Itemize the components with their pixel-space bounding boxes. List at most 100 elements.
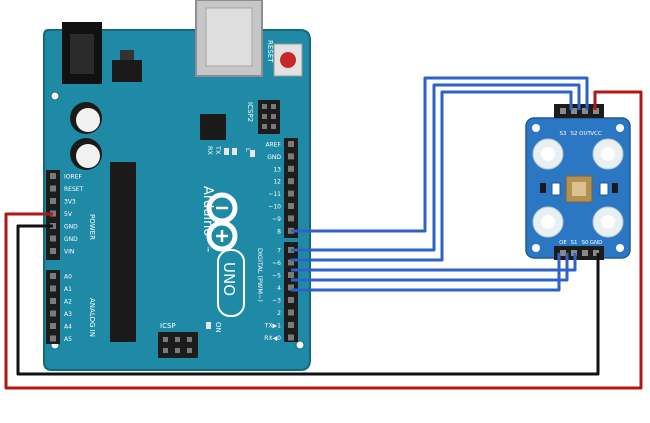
power-pin-label: 3V3 — [64, 199, 76, 206]
analog-pin — [50, 323, 56, 329]
tx-led — [224, 148, 229, 155]
sensor-mount-hole — [532, 124, 540, 132]
digital-pin-label: 8 — [277, 228, 281, 235]
power-pin-label: RESET — [64, 186, 84, 193]
mounting-hole — [295, 340, 305, 350]
tx-label: TX — [214, 145, 222, 155]
digital-pin-label: 13 — [273, 166, 281, 173]
power-pin-label: 5V — [64, 211, 73, 218]
l-label: L — [244, 148, 252, 152]
white-led-3 — [532, 206, 564, 238]
sensor-bottom-pin — [560, 250, 566, 256]
sensor-bottom-pin-label: OE — [559, 240, 567, 246]
digital-header-bottom — [284, 242, 298, 342]
wire-s1-to-d5 — [291, 253, 577, 272]
digital-pin — [288, 284, 294, 291]
sensor-bottom-pin-label: S1 — [571, 240, 578, 246]
power-pin-label: GND — [64, 236, 78, 243]
icsp2-pins — [262, 104, 276, 129]
sensor-top-pin-label: OUT — [579, 131, 591, 137]
digital-pin — [288, 178, 294, 185]
analog-pin-label: A1 — [64, 286, 72, 293]
digital-pin — [288, 203, 294, 209]
sensor-bottom-pin — [582, 250, 588, 256]
sensor-top-pin-label: VCC — [590, 131, 602, 137]
analog-pin-label: A0 — [64, 274, 72, 281]
analog-label: ANALOG IN — [88, 298, 96, 337]
digital-pin — [288, 309, 294, 316]
smd-component — [599, 182, 609, 196]
digital-pin — [288, 322, 294, 328]
digital-pin-label: ~6 — [272, 260, 281, 267]
brand-tm: ™ — [202, 246, 210, 253]
analog-pin — [50, 285, 56, 292]
sensor-bottom-pin-label: S0 — [582, 240, 589, 246]
icsp-label: ICSP — [160, 322, 176, 330]
power-label: POWER — [88, 214, 96, 240]
wires — [4, 76, 643, 390]
digital-label: DIGITAL (PWM~) — [256, 248, 264, 302]
smd-component — [612, 183, 618, 193]
analog-pin — [50, 335, 56, 342]
icsp-header — [158, 332, 198, 358]
model-label: UNO — [220, 262, 238, 296]
power-pin-label: GND — [64, 224, 78, 231]
icsp2-label: ICSP2 — [246, 102, 254, 122]
icsp-pins — [163, 337, 192, 353]
digital-pin-label: ~3 — [272, 298, 281, 305]
sensor-top-pin — [593, 108, 599, 114]
icsp2-header — [258, 100, 280, 134]
sensor-top-pin — [560, 108, 566, 114]
digital-pin-label: ~5 — [272, 273, 281, 280]
digital-pin-label: ~11 — [268, 191, 281, 198]
smd-component — [540, 183, 546, 193]
reset-button-cap[interactable] — [280, 52, 296, 68]
reset-label: RESET — [266, 40, 274, 63]
analog-pin-label: A4 — [64, 324, 72, 331]
sensor-top-header — [554, 104, 604, 118]
digital-pin-label: ~10 — [268, 204, 281, 211]
digital-pin-label: GND — [267, 154, 281, 161]
sensor-mount-hole — [616, 244, 624, 252]
capacitor-1 — [70, 102, 102, 134]
capacitor-2 — [70, 138, 102, 170]
white-led-4 — [592, 206, 624, 238]
wire-out-to-d6 — [291, 90, 573, 262]
reset-button[interactable] — [273, 43, 303, 77]
uno-badge — [217, 249, 245, 317]
dc-power-jack-inner — [70, 34, 94, 74]
digital-pin-label: TX▶1 — [264, 323, 281, 330]
wire-s2-to-d7 — [291, 83, 581, 252]
digital-pin — [288, 215, 294, 222]
sensor-bottom-pin-label: GND — [590, 240, 603, 246]
digital-pin-label: RX◀0 — [264, 335, 281, 342]
sensor-chip-core — [572, 182, 586, 196]
voltage-regulator-tab — [120, 50, 134, 60]
analog-pin — [50, 298, 56, 304]
digital-pin — [288, 259, 294, 266]
wire-s3-to-d8 — [291, 76, 589, 233]
usb-connector-inner — [205, 7, 253, 67]
sensor-bottom-pin — [593, 250, 599, 256]
mounting-hole — [50, 91, 60, 101]
arduino-uno-board: RESET ICSP2 TX RX L — [43, 0, 311, 371]
wire-s0-to-d4 — [291, 253, 569, 282]
sensor-top-pin — [571, 108, 577, 114]
brand-label: Arduino — [200, 186, 215, 236]
analog-pin-label: A5 — [64, 336, 72, 343]
on-led — [206, 322, 211, 329]
white-led-1 — [532, 138, 564, 170]
white-led-2 — [592, 138, 624, 170]
power-pin-label: VIN — [64, 249, 74, 256]
analog-pin — [50, 310, 56, 317]
usb-chip — [200, 114, 226, 140]
digital-pin-label: 2 — [277, 310, 281, 317]
power-pin-label: IOREF — [64, 174, 82, 181]
digital-header-top — [284, 138, 298, 238]
voltage-regulator — [112, 60, 142, 82]
digital-pin — [288, 272, 294, 278]
power-pin — [50, 235, 56, 242]
analog-header — [46, 270, 60, 344]
